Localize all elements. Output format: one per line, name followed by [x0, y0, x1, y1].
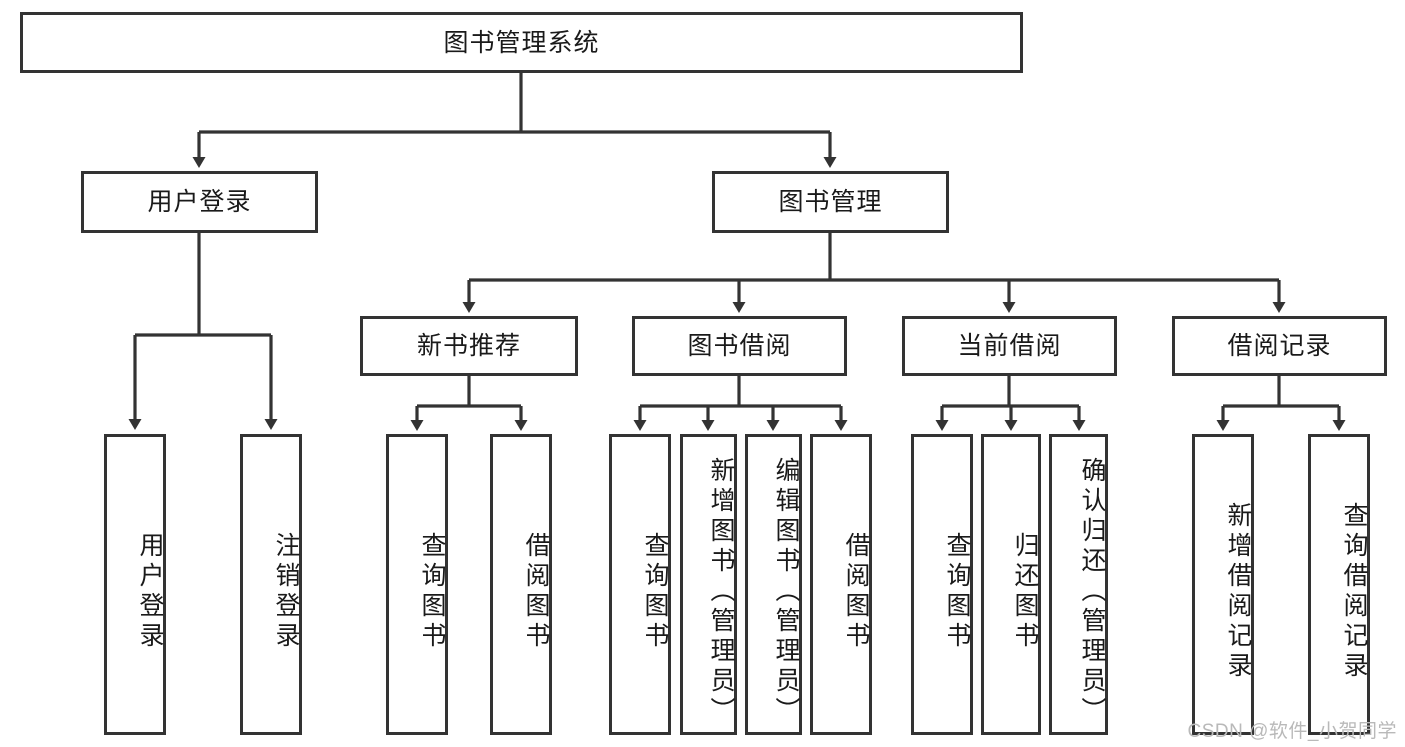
leaf-confirm-return-admin[interactable]: 确认归还（管理员）: [1049, 434, 1108, 735]
leaf-add-book-admin[interactable]: 新增图书（管理员）: [680, 434, 737, 735]
leaf-borrow-book-recommend[interactable]: 借阅图书: [490, 434, 552, 735]
node-current-borrow[interactable]: 当前借阅: [902, 316, 1117, 376]
leaf-borrow-book[interactable]: 借阅图书: [810, 434, 872, 735]
node-label: 借阅图书: [522, 531, 550, 652]
node-label: 借阅记录: [1227, 332, 1332, 360]
leaf-edit-book-admin[interactable]: 编辑图书（管理员）: [745, 434, 802, 735]
leaf-query-borrow-record[interactable]: 查询借阅记录: [1308, 434, 1370, 735]
leaf-query-book-current[interactable]: 查询图书: [911, 434, 973, 735]
leaf-logout-login[interactable]: 注销登录: [240, 434, 302, 735]
node-label: 查询图书: [943, 531, 971, 652]
node-book-borrow[interactable]: 图书借阅: [632, 316, 847, 376]
node-label: 新增图书（管理员）: [707, 456, 735, 727]
node-label: 查询图书: [641, 531, 669, 652]
node-user-login[interactable]: 用户登录: [81, 171, 318, 233]
node-label: 确认归还（管理员）: [1078, 456, 1106, 727]
node-label: 查询借阅记录: [1340, 501, 1368, 682]
node-label: 图书管理系统: [443, 28, 600, 57]
leaf-query-book-recommend[interactable]: 查询图书: [386, 434, 448, 735]
node-label: 新书推荐: [416, 332, 521, 360]
node-label: 编辑图书（管理员）: [772, 456, 800, 727]
node-label: 归还图书: [1011, 531, 1039, 652]
leaf-add-borrow-record[interactable]: 新增借阅记录: [1192, 434, 1254, 735]
node-label: 借阅图书: [842, 531, 870, 652]
node-new-book-recommend[interactable]: 新书推荐: [360, 316, 578, 376]
node-label: 当前借阅: [957, 332, 1062, 360]
node-label: 图书借阅: [687, 332, 792, 360]
node-book-management[interactable]: 图书管理: [712, 171, 949, 233]
leaf-return-book[interactable]: 归还图书: [981, 434, 1041, 735]
node-label: 查询图书: [418, 531, 446, 652]
node-label: 图书管理: [778, 188, 883, 216]
leaf-user-login[interactable]: 用户登录: [104, 434, 166, 735]
watermark: CSDN @软件_小贺同学: [1187, 721, 1397, 742]
node-book-management-system[interactable]: 图书管理系统: [20, 12, 1023, 73]
node-label: 新增借阅记录: [1224, 501, 1252, 682]
leaf-query-book-borrow[interactable]: 查询图书: [609, 434, 671, 735]
node-borrow-record[interactable]: 借阅记录: [1172, 316, 1387, 376]
node-label: 注销登录: [272, 531, 300, 652]
node-label: 用户登录: [136, 531, 164, 652]
node-label: 用户登录: [147, 188, 252, 216]
